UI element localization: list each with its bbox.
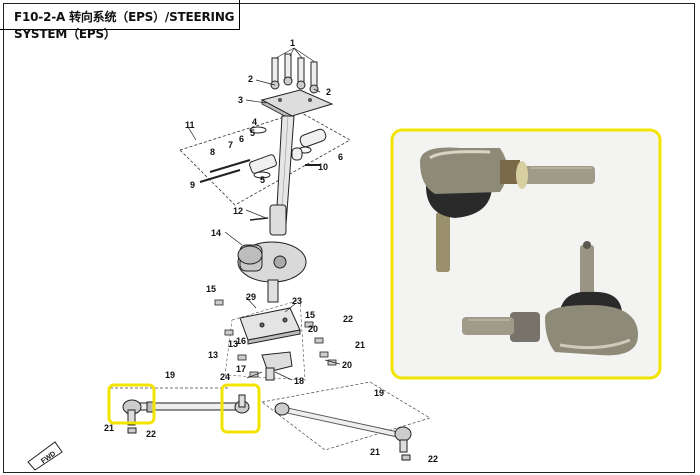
highlight-right-tie-rod-end bbox=[220, 383, 261, 434]
tie-rod-end-upper bbox=[420, 147, 595, 272]
label-17: 17 bbox=[236, 364, 246, 374]
part-labels: 1 2 2 3 4 5 5 6 6 7 8 9 10 11 12 13 13 1… bbox=[104, 38, 438, 464]
label-4: 4 bbox=[252, 117, 257, 127]
label-19a: 19 bbox=[165, 370, 175, 380]
label-20b: 20 bbox=[342, 360, 352, 370]
drawing-frame bbox=[3, 3, 695, 473]
label-22c: 22 bbox=[428, 454, 438, 464]
page-title: F10-2-A 转向系统（EPS）/STEERING SYSTEM（EPS） bbox=[14, 10, 235, 41]
label-19b: 19 bbox=[374, 388, 384, 398]
leader-lines bbox=[187, 47, 341, 381]
label-15b: 15 bbox=[305, 310, 315, 320]
label-5a: 5 bbox=[250, 128, 255, 138]
tie-rod-right bbox=[274, 402, 412, 461]
fwd-arrow: FWD bbox=[27, 441, 63, 471]
label-8: 8 bbox=[210, 147, 215, 157]
label-10: 10 bbox=[318, 162, 328, 172]
label-12: 12 bbox=[233, 206, 243, 216]
label-16: 16 bbox=[236, 336, 246, 346]
steering-plate bbox=[260, 89, 334, 121]
label-22b: 22 bbox=[343, 314, 353, 324]
label-13a: 13 bbox=[228, 339, 238, 349]
tie-rod-photo bbox=[390, 128, 662, 380]
label-11: 11 bbox=[185, 120, 195, 130]
clamp-parts bbox=[199, 126, 327, 183]
label-21c: 21 bbox=[370, 447, 380, 457]
photo-highlight-frame bbox=[390, 128, 662, 380]
label-21a: 21 bbox=[104, 423, 114, 433]
part-19-right-outline bbox=[261, 381, 431, 451]
bolts-part-1 bbox=[270, 53, 319, 94]
label-14: 14 bbox=[211, 228, 221, 238]
label-21b: 21 bbox=[355, 340, 365, 350]
label-1: 1 bbox=[290, 38, 295, 48]
title-box: F10-2-A 转向系统（EPS）/STEERING SYSTEM（EPS） bbox=[0, 0, 240, 41]
mount-bracket bbox=[239, 307, 301, 345]
bracket-group-outline bbox=[224, 299, 306, 381]
label-7: 7 bbox=[228, 140, 233, 150]
label-24: 24 bbox=[220, 372, 230, 382]
label-15a: 15 bbox=[206, 284, 216, 294]
label-29: 29 bbox=[246, 292, 256, 302]
pitman-arm bbox=[261, 351, 293, 381]
part-11-group-outline bbox=[179, 111, 351, 206]
label-23: 23 bbox=[292, 296, 302, 306]
label-6b: 6 bbox=[338, 152, 343, 162]
label-2a: 2 bbox=[248, 74, 253, 84]
label-6a: 6 bbox=[239, 134, 244, 144]
tie-rod-end-lower bbox=[462, 241, 638, 356]
eps-motor-unit bbox=[237, 241, 307, 303]
highlight-left-tie-rod-end bbox=[107, 383, 156, 425]
label-5b: 5 bbox=[260, 175, 265, 185]
label-22a: 22 bbox=[146, 429, 156, 439]
label-18: 18 bbox=[294, 376, 304, 386]
label-9: 9 bbox=[190, 180, 195, 190]
universal-joint bbox=[249, 204, 287, 236]
fasteners bbox=[214, 299, 337, 378]
label-20a: 20 bbox=[308, 324, 318, 334]
tie-rod-left bbox=[122, 394, 250, 434]
label-3: 3 bbox=[238, 95, 243, 105]
label-13b: 13 bbox=[208, 350, 218, 360]
label-2b: 2 bbox=[326, 87, 331, 97]
